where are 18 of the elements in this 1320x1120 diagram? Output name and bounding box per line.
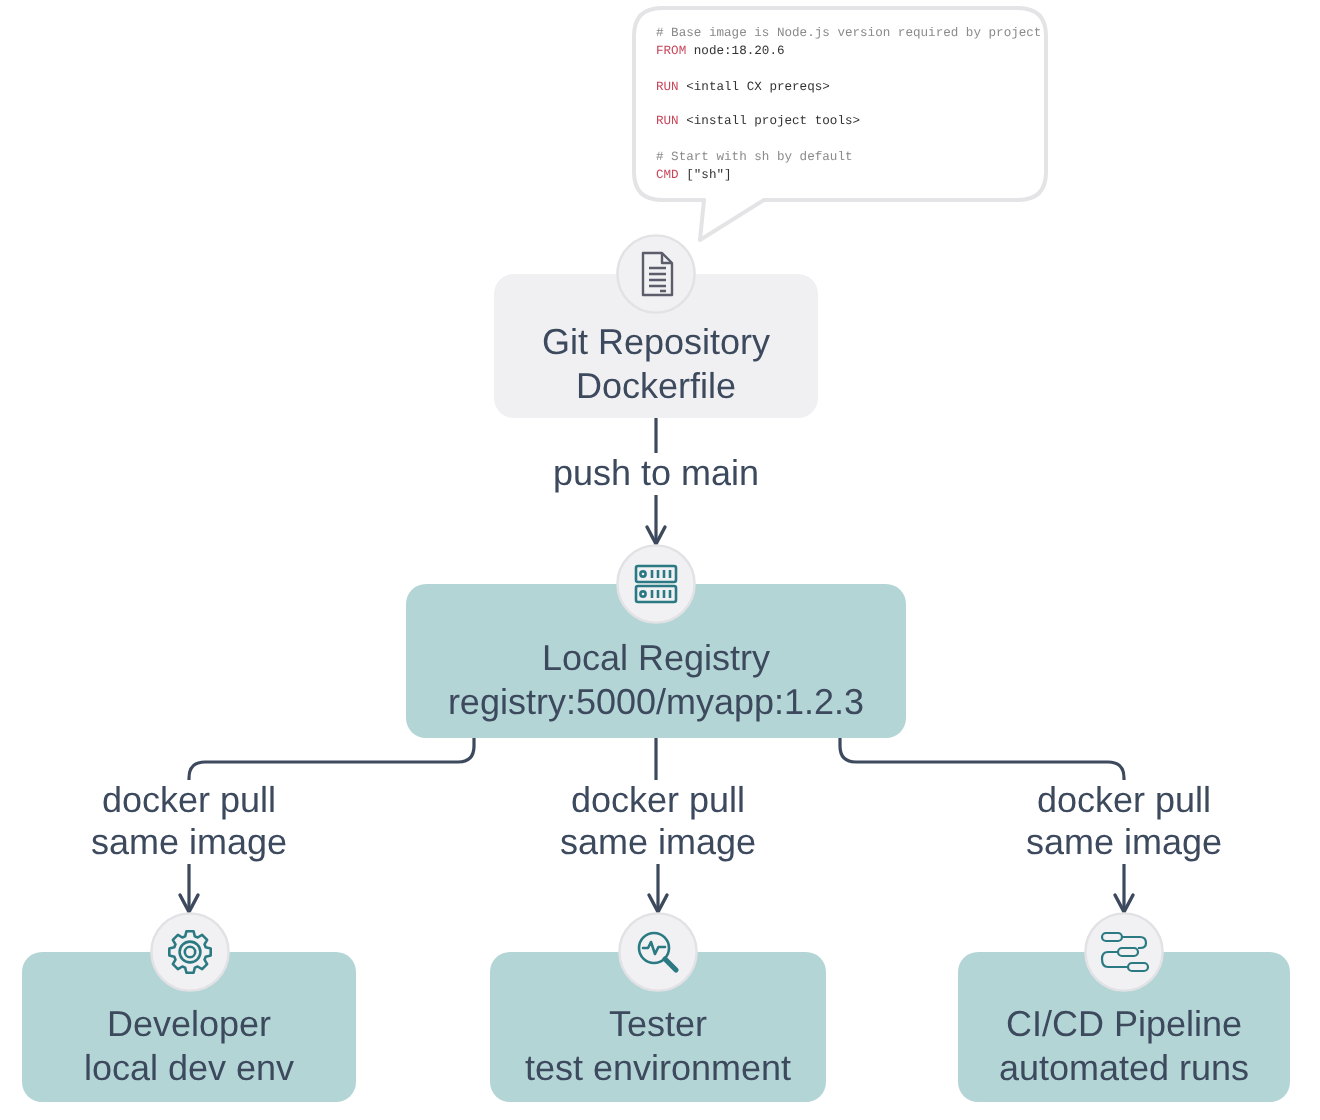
arrow <box>645 418 667 546</box>
node-detail: automated runs <box>998 1045 1250 1089</box>
node-detail: Dockerfile <box>575 364 737 408</box>
edge-label: push to main <box>550 453 762 495</box>
edge-label: docker pull same image <box>88 780 290 864</box>
edge-label: docker pull same image <box>557 780 759 864</box>
arrow <box>838 738 1135 914</box>
node-title: Tester <box>608 1001 708 1045</box>
node-title: Local Registry <box>541 635 771 679</box>
node-title: CI/CD Pipeline <box>1005 1001 1243 1045</box>
node-title: Git Repository <box>541 320 771 364</box>
arrow <box>178 738 476 914</box>
speech-bubble <box>632 6 1048 242</box>
node-detail: registry:5000/myapp:1.2.3 <box>447 679 865 723</box>
node-detail: test environment <box>524 1045 792 1089</box>
edge-label: docker pull same image <box>1023 780 1225 864</box>
node-detail: local dev env <box>83 1045 295 1089</box>
node-title: Developer <box>106 1001 272 1045</box>
